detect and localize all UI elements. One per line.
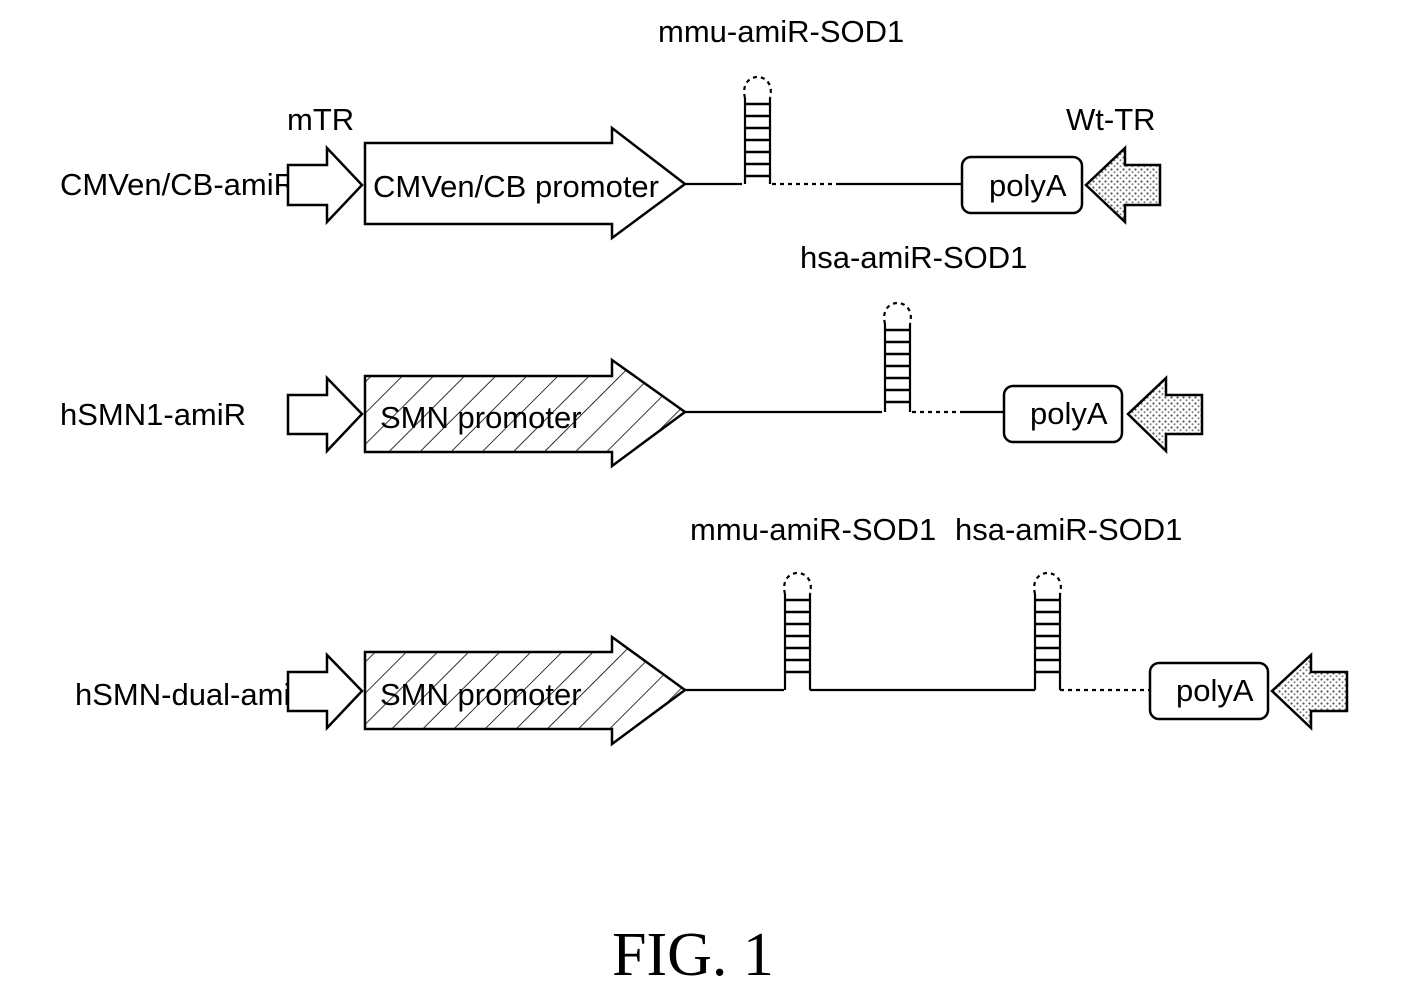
mtr-arrow — [288, 148, 362, 222]
construct-name-hsmn-dual: hSMN-dual-amiR — [75, 677, 313, 712]
construct-name-cmv: CMVen/CB-amiR — [60, 167, 296, 202]
polya-label: polyA — [989, 168, 1067, 203]
right-tr-arrow — [1272, 655, 1347, 728]
construct-hsmn1-row: hSMN1-amiR SMN promoter hsa-amiR-SOD1 po… — [60, 240, 1202, 466]
hairpin-mmu-amiR-icon — [784, 573, 811, 690]
polya-label: polyA — [1176, 673, 1254, 708]
cmv-promoter-label: CMVen/CB promoter — [373, 169, 659, 204]
mtr-label: mTR — [287, 102, 354, 137]
hairpin-label-hsa: hsa-amiR-SOD1 — [800, 240, 1027, 275]
hairpin-mmu-amiR-icon — [744, 77, 771, 184]
figure-label: FIG. 1 — [612, 921, 774, 989]
left-tr-arrow — [288, 378, 362, 451]
hairpin-label-mmu: mmu-amiR-SOD1 — [690, 512, 936, 547]
hairpin-hsa-amiR-icon — [1034, 573, 1061, 690]
smn-promoter-label: SMN promoter — [380, 677, 582, 712]
construct-cmv-row: CMVen/CB-amiR mTR Wt-TR CMVen/CB promote… — [60, 14, 1160, 238]
construct-name-hsmn1: hSMN1-amiR — [60, 397, 246, 432]
right-tr-arrow — [1128, 378, 1202, 451]
polya-label: polyA — [1030, 396, 1108, 431]
construct-hsmn-dual-row: hSMN-dual-amiR SMN promoter mmu-amiR-SOD… — [75, 512, 1347, 744]
hairpin-hsa-amiR-icon — [884, 303, 911, 412]
hairpin-label-mmu: mmu-amiR-SOD1 — [658, 14, 904, 49]
wt-tr-arrow — [1086, 148, 1160, 222]
hairpin-label-hsa: hsa-amiR-SOD1 — [955, 512, 1182, 547]
smn-promoter-label: SMN promoter — [380, 400, 582, 435]
wt-tr-label: Wt-TR — [1066, 102, 1156, 137]
left-tr-arrow — [288, 655, 362, 728]
